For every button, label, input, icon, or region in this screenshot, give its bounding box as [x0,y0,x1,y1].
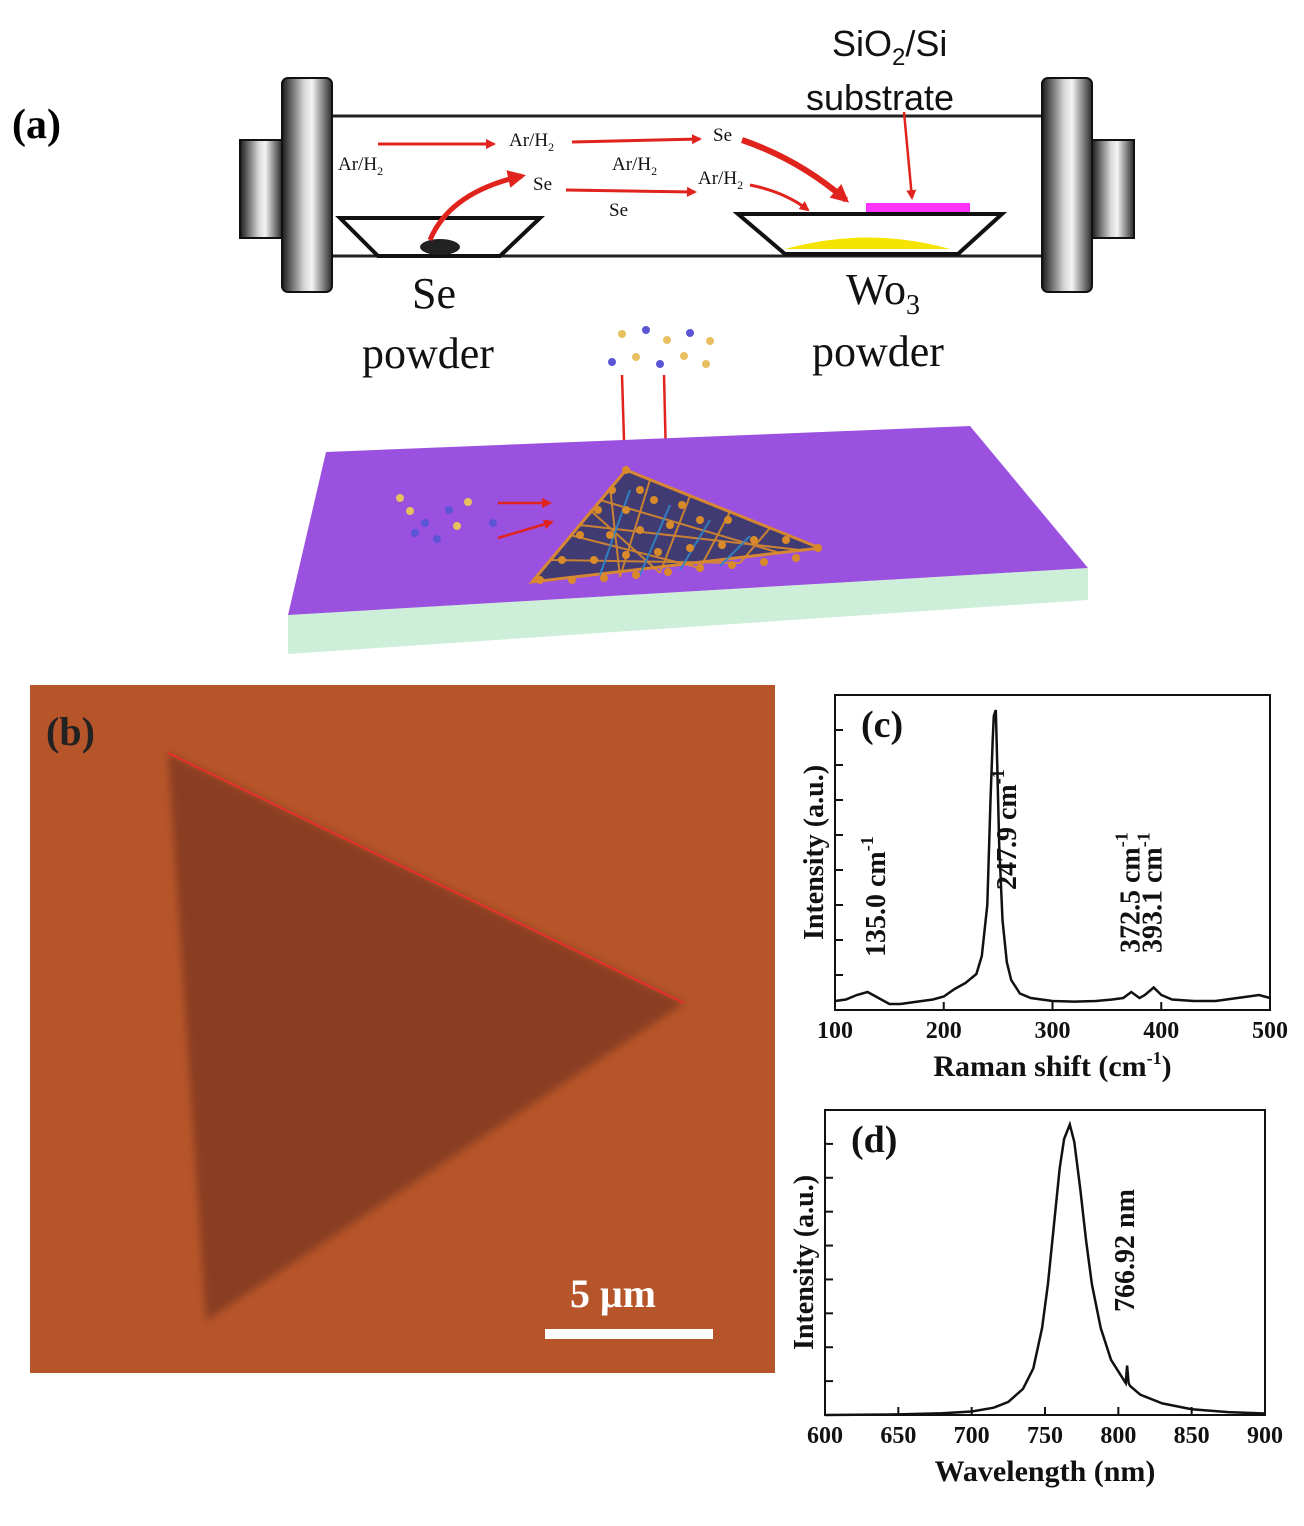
se-powder-label-line2: powder [362,329,494,378]
wse2-crystal [528,466,822,584]
wo3-powder-label-line1: Wo3 [846,265,920,321]
x-tick-label: 400 [1143,1018,1179,1044]
peak-annotation: 766.92 nm [1110,1189,1141,1312]
se-boat [335,216,546,258]
peak-annotation: 372.5 cm-1 [1111,832,1146,953]
flow-label-2: Ar/H2 [509,130,554,154]
flow-labels: Ar/H2 Ar/H2 Se Se Ar/H2 Ar/H2 Se [338,125,743,221]
substrate-label-line2: substrate [806,77,954,118]
panel-b-label: (b) [46,709,95,754]
peak-annotation: 247.9 cm-1 [988,769,1023,890]
x-tick-label: 650 [880,1423,916,1449]
flow-label-6: Ar/H2 [698,168,743,192]
left-flange [239,77,333,293]
gas-flow-arrows [378,111,917,241]
wo3-boat [732,203,1008,256]
flow-label-5: Ar/H2 [612,154,657,178]
flake-edge-marker [167,752,685,1004]
x-axis-label: Wavelength (nm) [935,1455,1156,1488]
panel-b-optical-image: (b) 5 μm [30,685,775,1373]
spectrum-line [824,1120,1266,1417]
panel-label: (c) [861,704,903,746]
panel-a-schematic: (a) Ar/H2 Ar/H2 Se Se Ar [12,23,1135,654]
wo3-powder-label-line2: powder [812,327,944,376]
flow-label-3: Se [713,125,732,146]
falling-atoms [608,326,714,368]
x-tick-label: 850 [1174,1423,1210,1449]
x-tick-label: 200 [926,1018,962,1044]
substrate-label-line1: SiO2/Si [832,23,947,71]
scale-bar [545,1329,713,1339]
x-tick-label: 300 [1035,1018,1071,1044]
panel-a-label: (a) [12,102,61,148]
flow-label-1: Ar/H2 [338,154,383,178]
y-axis-label: Intensity (a.u.) [789,1175,820,1350]
x-tick-label: 750 [1027,1423,1063,1449]
panel-label: (d) [851,1119,897,1161]
sio2-substrate [866,203,970,212]
wse2-flake [168,753,684,1321]
right-flange [1041,77,1135,293]
spectrum-line [834,709,1271,1006]
flow-label-7: Se [609,200,628,221]
peak-annotation: 135.0 cm-1 [857,836,892,957]
x-tick-label: 100 [817,1018,853,1044]
wo3-powder [785,237,950,249]
x-tick-label: 500 [1252,1018,1288,1044]
peak-annotation: 393.1 cm-1 [1134,832,1169,953]
raman-spectrum-chart: 100 200 300 400 500 (c) Intensity (a.u.) Raman … [799,694,1288,1083]
surface-atoms [396,494,497,543]
x-tick-label: 700 [954,1423,990,1449]
x-tick-label: 600 [807,1423,843,1449]
x-tick-label: 800 [1100,1423,1136,1449]
x-axis-label: Raman shift (cm-1) [933,1048,1171,1083]
pl-spectrum-chart: 600 650 700 750 800 850 900 (d) Intensity (a.u.)… [789,1109,1283,1488]
scale-bar-label: 5 μm [570,1271,656,1316]
se-powder-label-line1: Se [412,269,456,318]
se-powder-pile [420,239,460,255]
flow-label-4: Se [533,174,552,195]
x-tick-label: 900 [1247,1423,1283,1449]
y-axis-label: Intensity (a.u.) [799,765,830,940]
